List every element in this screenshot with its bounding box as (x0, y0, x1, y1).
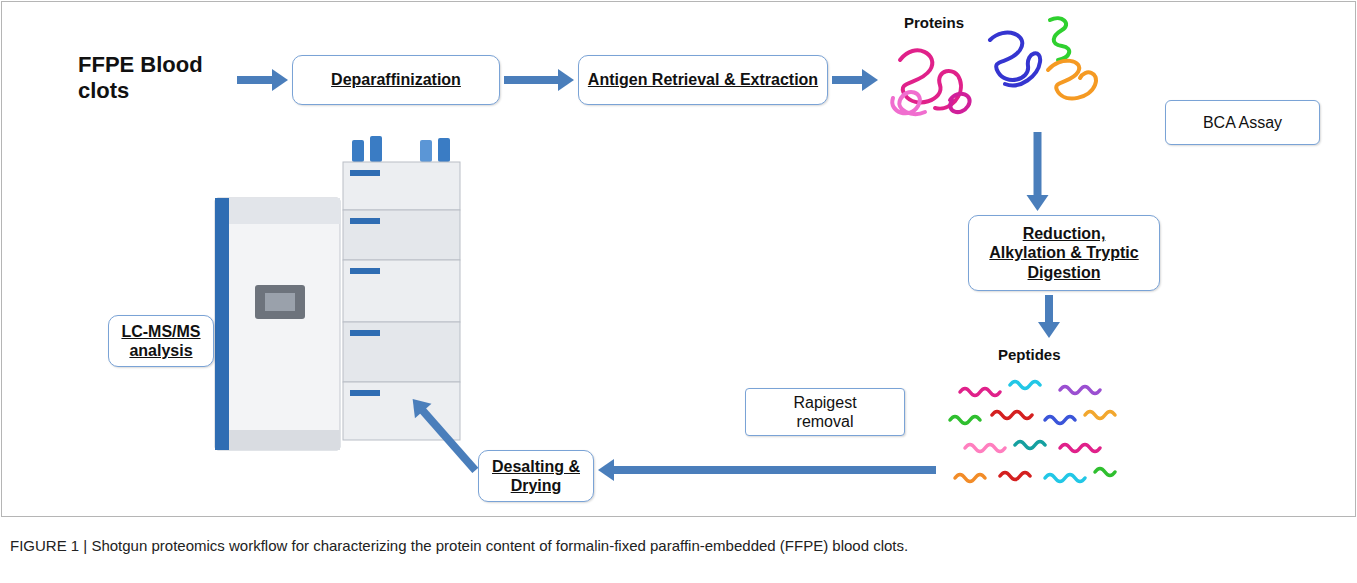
ion-source (255, 285, 305, 319)
flow-arrow (598, 459, 936, 481)
arrow-head (598, 459, 614, 481)
note-box: Rapigest removal (745, 388, 905, 436)
lc-display (350, 268, 380, 274)
node-label: Antigen Retrieval & Extraction (588, 70, 818, 89)
arrow-shaft (1034, 132, 1042, 196)
arrow-shaft (1045, 295, 1053, 323)
arrow-head (1027, 195, 1049, 211)
illustration-node: Peptides (940, 342, 1130, 490)
peptide-strand (1010, 382, 1040, 389)
solvent-bottle (420, 140, 432, 162)
instrument-node: LC-MS/MS analysis (100, 140, 410, 460)
peptide-strand (955, 475, 985, 482)
protein-strand (1050, 18, 1069, 60)
ms-top (229, 198, 340, 224)
arrow-head (272, 69, 288, 91)
flow-arrow (504, 69, 574, 91)
peptide-strand (1060, 445, 1100, 452)
peptide-strand (950, 417, 980, 424)
peptide-strand (965, 445, 1005, 452)
flow-arrow (1027, 132, 1049, 211)
ms-base (229, 430, 340, 450)
solvent-bottle (370, 136, 382, 162)
node-label: LC-MS/MS analysis (108, 315, 214, 367)
figure-caption: FIGURE 1 | Shotgun proteomics workflow f… (10, 537, 1340, 554)
lc-display (350, 330, 380, 336)
arrow-shaft (237, 76, 273, 84)
process-box: Reduction, Alkylation & Tryptic Digestio… (968, 215, 1160, 291)
lc-module (343, 322, 460, 382)
node-label: Deparaffinization (331, 70, 461, 89)
node-label: Desalting & Drying (486, 457, 586, 495)
lc-module (343, 260, 460, 322)
node-label: Reduction, Alkylation & Tryptic Digestio… (989, 224, 1139, 282)
peptide-strand (992, 412, 1032, 419)
peptide-strand (1060, 387, 1100, 394)
peptide-strand (1045, 417, 1075, 424)
arrow-shaft (613, 466, 936, 474)
node-label: Peptides (998, 346, 1130, 364)
start-label: FFPE Blood clots (78, 52, 233, 105)
node-label: Rapigest removal (780, 393, 870, 431)
ms-trim (215, 198, 229, 450)
ion-source-window (265, 293, 295, 311)
arrow-head (558, 69, 574, 91)
ms-cabinet (215, 198, 340, 450)
node-label: FFPE Blood clots (78, 52, 233, 105)
arrow-shaft (832, 76, 863, 84)
arrow-head (862, 69, 878, 91)
lc-module (343, 210, 460, 260)
caption-area: FIGURE 1 | Shotgun proteomics workflow f… (10, 537, 1340, 554)
protein-strand (1048, 61, 1096, 99)
peptide-strand (1085, 412, 1115, 419)
figure-frame (2, 2, 1356, 517)
peptide-illustration (950, 382, 1115, 482)
protein-strand (892, 92, 925, 114)
lc-display (350, 390, 380, 396)
protein-strand (950, 94, 970, 112)
peptide-strand (1000, 473, 1030, 480)
flow-arrow (832, 69, 878, 91)
node-label: BCA Assay (1203, 113, 1282, 132)
solvent-bottle (438, 138, 450, 162)
flow-arrow (237, 69, 288, 91)
process-box: Deparaffinization (292, 55, 500, 105)
peptide-strand (1045, 475, 1085, 482)
process-box: Antigen Retrieval & Extraction (578, 55, 828, 105)
peptide-strand (1095, 469, 1115, 476)
instrument-illustration (215, 136, 460, 450)
arrow-shaft (423, 410, 476, 470)
solvent-bottle (352, 140, 364, 162)
arrow-shaft (504, 76, 559, 84)
arrow-head (1038, 322, 1060, 338)
protein-strand (990, 33, 1040, 86)
lc-display (350, 218, 380, 224)
lc-module (343, 162, 460, 210)
note-box: BCA Assay (1165, 100, 1320, 145)
flow-arrow (1038, 295, 1060, 338)
peptide-strand (960, 389, 1000, 396)
process-box: Desalting & Drying (478, 450, 594, 502)
flow-arrow (413, 399, 476, 470)
illustration-node: Proteins (882, 10, 1107, 128)
peptide-strand (1015, 442, 1045, 449)
protein-illustration (892, 18, 1096, 114)
arrow-head (413, 399, 432, 418)
lc-display (350, 170, 380, 176)
node-label: Proteins (904, 14, 1107, 32)
